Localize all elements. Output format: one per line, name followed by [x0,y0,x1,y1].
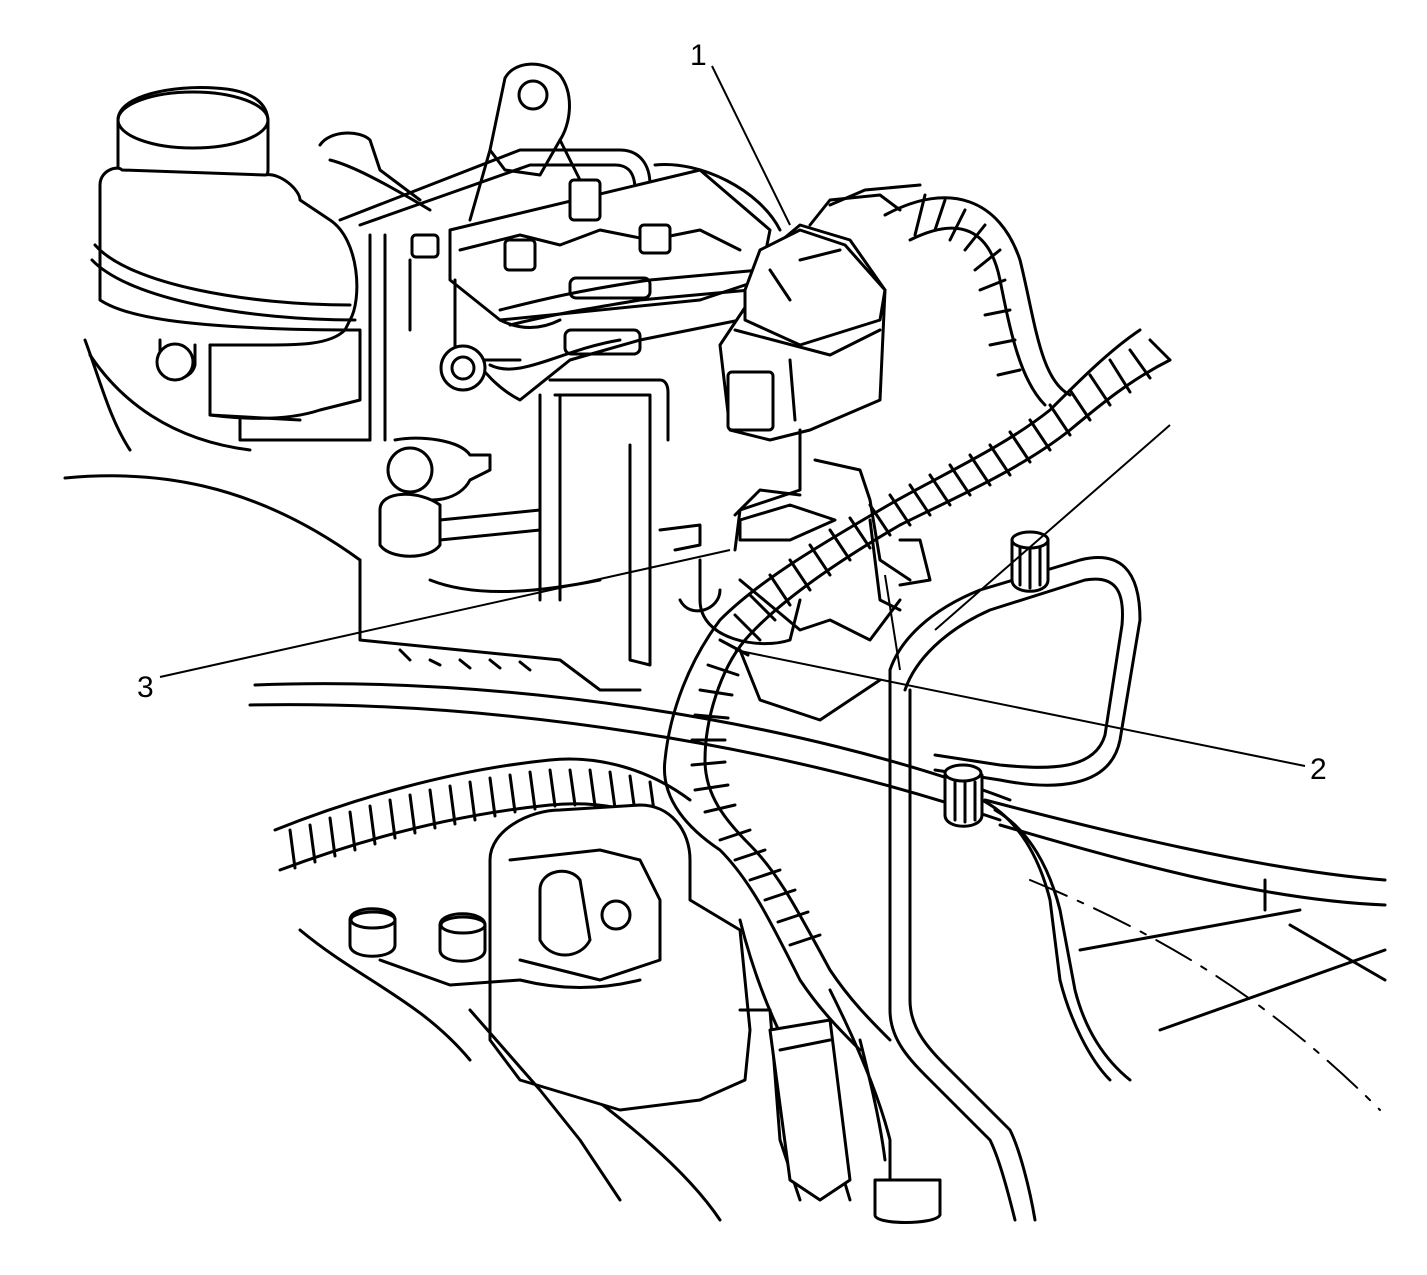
leader-2-branch [934,424,1171,631]
leader-2-tick [884,574,901,671]
lower-components [348,803,852,1202]
callout-1-label: 1 [690,39,707,72]
hydraulic-modulator [318,62,782,692]
leader-2 [734,649,1306,767]
brake-lines-right [888,530,1142,1222]
callout-3-label: 3 [137,671,154,704]
control-module [718,183,922,442]
callout-leaders [159,65,1306,767]
master-cylinder-reservoir [83,86,372,452]
callout-labels: 1 2 3 [137,39,1327,786]
leader-3 [159,549,731,678]
body-panel-lines [63,474,1387,1222]
module-bracket [658,428,932,722]
callout-2-label: 2 [1310,753,1327,786]
leader-1 [711,65,791,226]
wiring-harness [273,193,1172,1224]
